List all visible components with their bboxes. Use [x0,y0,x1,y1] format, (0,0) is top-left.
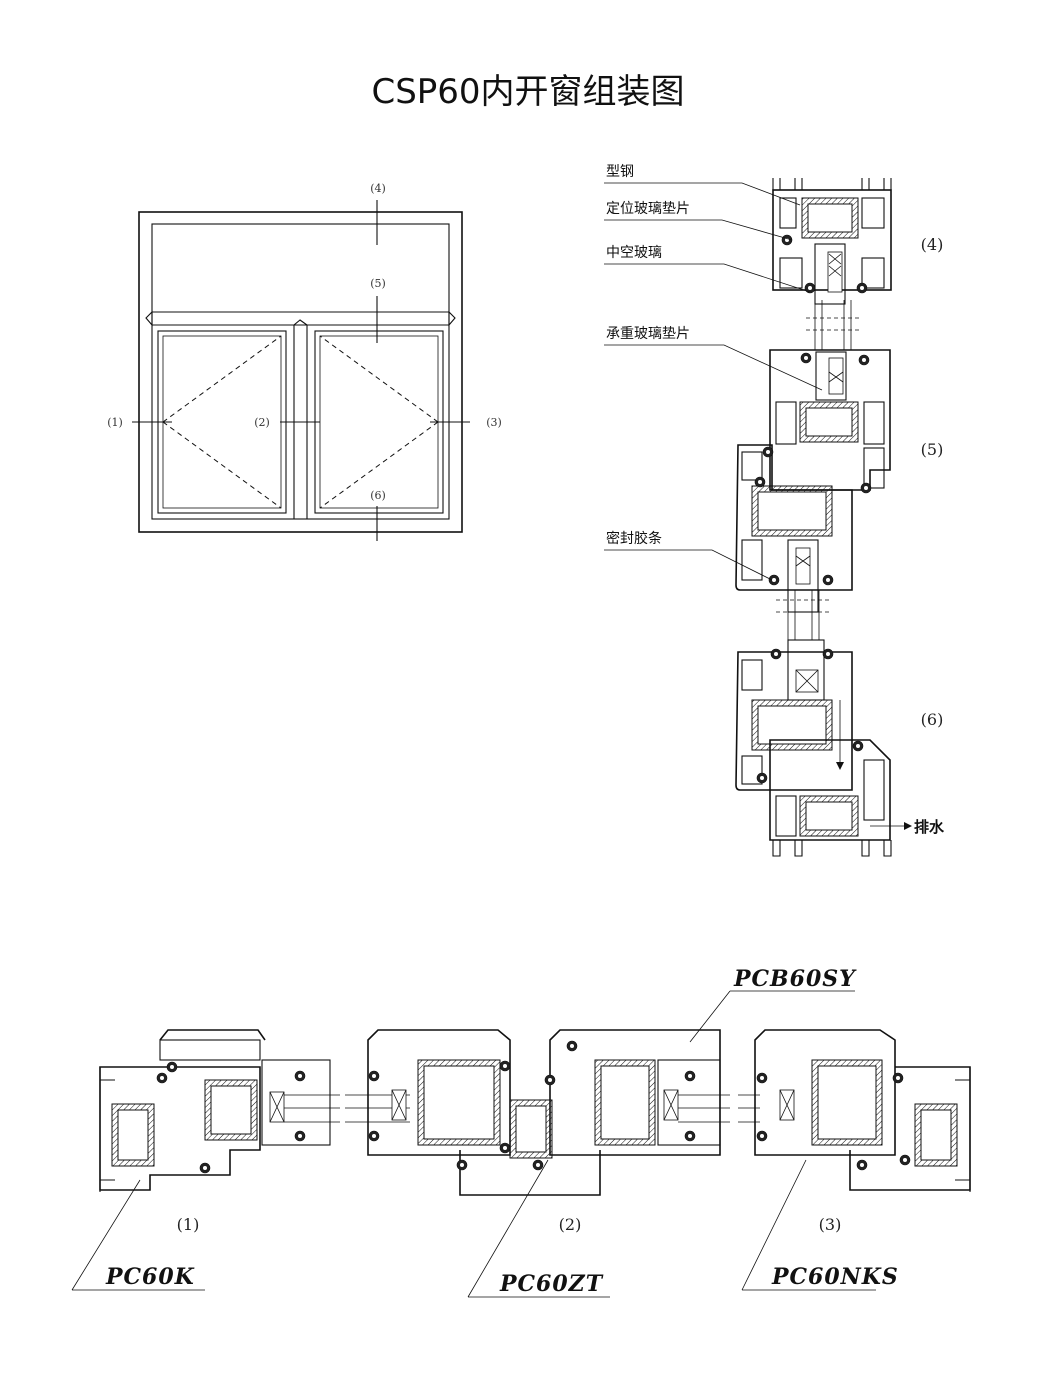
section-2-profile [345,1029,730,1196]
section-5-profile [735,349,891,613]
elevation-label-4: (4) [370,182,386,195]
section-3-profile [738,1029,971,1192]
callout-sealing-strip: 密封胶条 [606,530,662,547]
section-6-profile [735,639,912,857]
section-1-profile [99,1029,340,1192]
model-label-pcb60sy: PCB60SY [733,966,857,992]
window-elevation [132,200,470,541]
horizontal-section [71,990,971,1298]
hsection-label-2: (2) [559,1215,582,1234]
callout-insulated-glass: 中空玻璃 [606,244,662,261]
vsection-label-6: (6) [921,710,944,729]
model-label-pc60zt: PC60ZT [499,1271,604,1297]
model-label-pc60nks: PC60NKS [771,1264,899,1290]
model-label-pc60k: PC60K [105,1264,195,1290]
callout-glass-positioning-shim: 定位玻璃垫片 [606,200,690,217]
hsection-label-3: (3) [819,1215,842,1234]
section-4-profile [772,178,892,305]
elevation-label-2: (2) [254,416,270,429]
vsection-label-5: (5) [921,440,944,459]
page-title: CSP60内开窗组装图 [371,72,684,112]
callout-steel-reinforcement: 型钢 [606,164,634,180]
drain-label: 排水 [914,818,945,836]
elevation-label-6: (6) [370,489,386,502]
callout-load-bearing-shim: 承重玻璃垫片 [606,325,690,342]
hsection-label-1: (1) [177,1215,200,1234]
elevation-label-3: (3) [486,416,502,429]
elevation-label-1: (1) [107,416,123,429]
vsection-label-4: (4) [921,235,944,254]
elevation-label-5: (5) [370,277,386,290]
vertical-section [604,178,912,857]
